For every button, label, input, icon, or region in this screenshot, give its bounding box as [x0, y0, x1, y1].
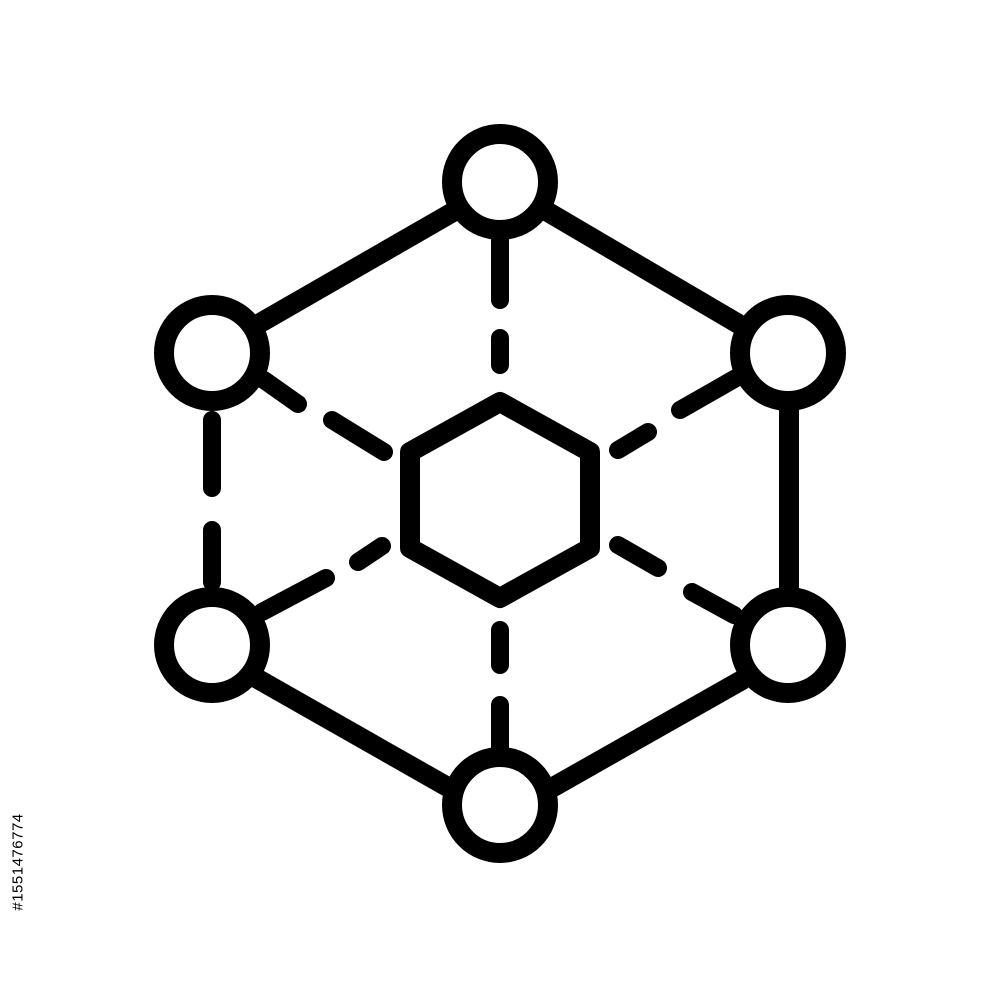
- frame-line-top-right: [538, 202, 752, 336]
- stock-id-label: #1551476774: [9, 813, 27, 911]
- dash-lower-right-1: [609, 536, 667, 577]
- node-top: [442, 124, 558, 240]
- dash-upper-right-2: [671, 369, 745, 419]
- center-hexagon: [400, 392, 600, 608]
- frame-line-top-left: [245, 202, 463, 336]
- dash-lower-left-1: [349, 537, 391, 571]
- node-lower-left: [154, 587, 270, 703]
- frame-line-bottom-right: [538, 670, 752, 800]
- dash-lower-right-2: [683, 583, 743, 624]
- node-upper-right: [730, 295, 846, 411]
- dash-lower-left-2: [253, 569, 335, 621]
- dash-upper-right-1: [609, 423, 657, 459]
- stock-id-strip: #1551476774: [0, 0, 40, 1000]
- frame-line-bottom-left: [246, 668, 463, 800]
- dash-upper-left-2: [323, 411, 393, 461]
- dash-upper-left-1: [255, 371, 307, 413]
- node-upper-left: [154, 295, 270, 411]
- node-bottom: [442, 747, 558, 863]
- node-lower-right: [730, 587, 846, 703]
